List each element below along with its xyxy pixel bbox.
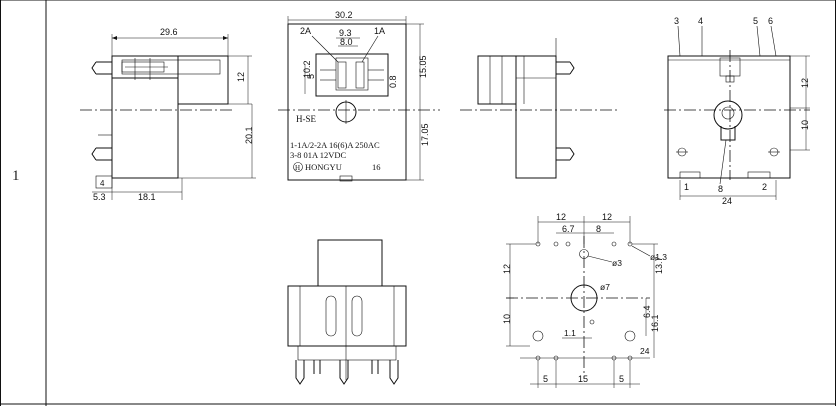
spec-line-2: 3-8 01A 12VDC: [290, 150, 347, 160]
side-view-right: [460, 38, 620, 179]
dim-hole-med: ø3: [612, 258, 622, 268]
dim-pin-a: 4: [100, 179, 105, 188]
size-code: 16: [372, 162, 381, 172]
side-view: 29.6 12 20.1 4: [80, 27, 256, 202]
dim-h-upper: 15.05: [418, 55, 428, 78]
dim-mid-right: 24: [640, 346, 650, 356]
bottom-view: [287, 239, 407, 385]
dim-base: 18.1: [138, 192, 156, 202]
dim-h-lower: 17.05: [420, 123, 430, 146]
dim-right: 0.8: [388, 75, 398, 88]
dim-top: 12: [236, 72, 246, 82]
front-view: 30.2 2A 1A 9.3 8.0 10.2 5: [278, 10, 440, 182]
spec-line-1: 1-1A/2-2A 16(6)A 250AC: [290, 140, 380, 150]
brand-text: HONGYU: [305, 162, 342, 172]
dim-left-b: 10: [502, 314, 512, 324]
row-number: 1: [12, 168, 20, 184]
pin-2-label: 2: [762, 182, 767, 192]
footprint-view: 12 12 6.7 8 ø1.3 ø3 ø7 12: [502, 212, 667, 388]
dim-inner-a: 9.3: [339, 28, 352, 38]
dim-width: 29.6: [160, 27, 178, 37]
dim-right-b: 6.4: [642, 305, 652, 318]
brand-logo-letter: H: [295, 164, 300, 172]
dim-top-b: 12: [602, 212, 612, 222]
dim-bottom: 24: [722, 196, 732, 206]
dim-left-b: 5: [306, 74, 316, 79]
pin-4-label: 4: [698, 16, 703, 26]
pin-3-label: 3: [674, 16, 679, 26]
dim-inner-b: 8.0: [340, 37, 353, 47]
pin-1-label: 1: [684, 182, 689, 192]
brand-logo-icon: [293, 162, 303, 172]
dim-height: 20.1: [244, 126, 254, 144]
pin-6-label: 6: [768, 16, 773, 26]
model-text: H-SE: [296, 114, 317, 124]
dim-bot-c: 5: [619, 374, 624, 384]
dim-right-a: 12: [800, 78, 810, 88]
dim-hole-small: ø1.3: [650, 252, 667, 262]
dim-mid: 1.1: [564, 328, 576, 338]
dim-left-a: 12: [502, 264, 512, 274]
dim-hole-center: ø7: [600, 282, 610, 292]
pin-5-label: 5: [753, 16, 758, 26]
label-2a: 2A: [300, 26, 311, 36]
dim-left-a: 10.2: [302, 60, 312, 78]
pin-8-label: 8: [718, 184, 723, 194]
dim-top-c: 6.7: [562, 224, 575, 234]
dim-pin-b: 5.3: [93, 192, 106, 202]
dim-bot-a: 5: [543, 374, 548, 384]
dim-right-a: 13.7: [654, 256, 664, 274]
back-view: 3 4 5 6 1 8 2: [664, 16, 810, 206]
dim-right-b: 10: [800, 120, 810, 130]
dim-top-a: 12: [556, 212, 566, 222]
dim-width: 30.2: [335, 10, 353, 20]
dim-right-c: 16.1: [650, 314, 660, 332]
dim-bot-b: 15: [578, 374, 588, 384]
dim-top-d: 8: [596, 224, 601, 234]
label-1a: 1A: [374, 26, 385, 36]
